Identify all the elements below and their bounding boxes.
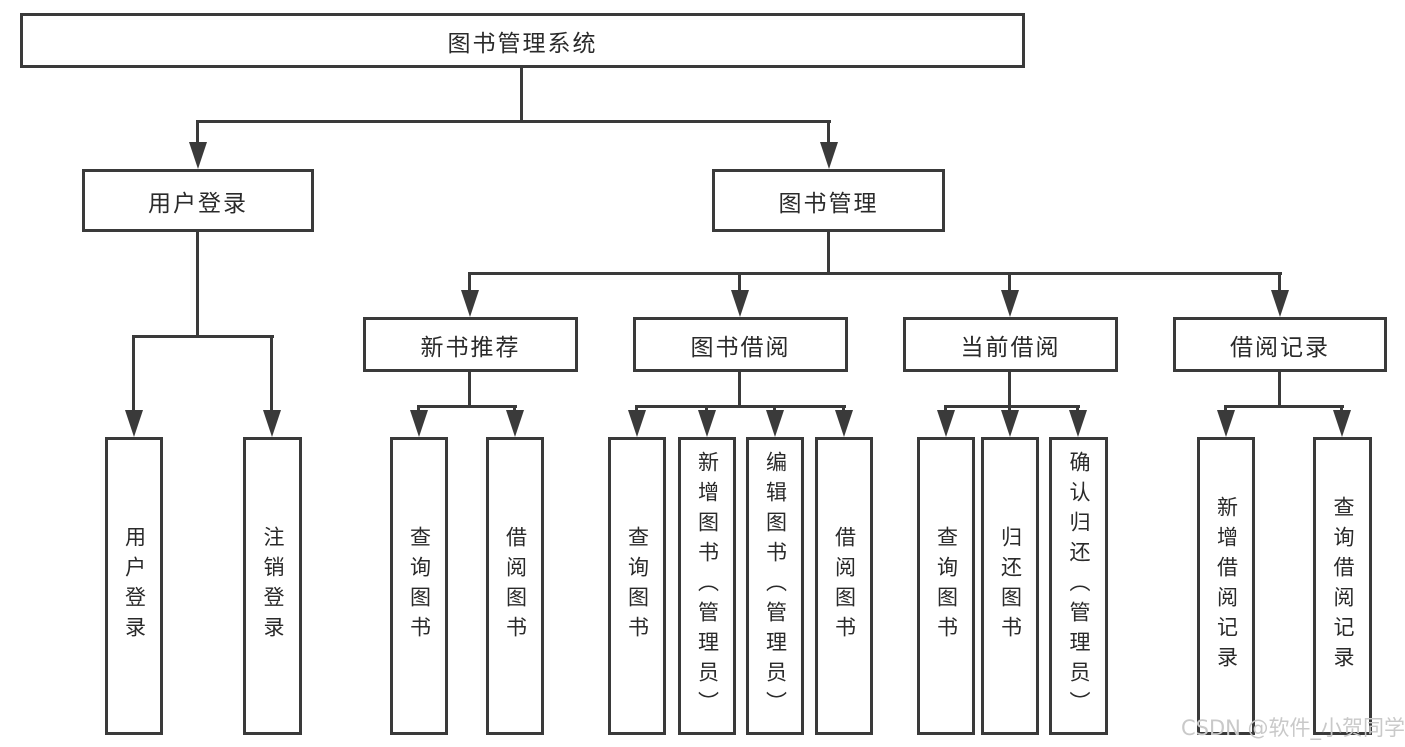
arrow-down-icon <box>1069 410 1087 437</box>
leaf-return-book: 归还图书 <box>981 437 1039 735</box>
leaf-label: 借阅图书 <box>832 526 857 646</box>
connector-newbook-bar <box>417 405 517 408</box>
connector-book-bar <box>468 272 1282 275</box>
leaf-label: 新增借阅记录 <box>1214 496 1239 676</box>
connector-current-bar <box>944 405 1080 408</box>
connector-drop-record <box>1278 272 1281 293</box>
leaf-edit-book-admin: 编辑图书（管理员） <box>746 437 804 735</box>
node-new-book-recommend: 新书推荐 <box>363 317 578 372</box>
node-book-borrow: 图书借阅 <box>633 317 848 372</box>
leaf-label: 查询图书 <box>625 526 650 646</box>
connector-drop-book <box>827 120 830 147</box>
connector-drop-user <box>196 120 199 147</box>
arrow-down-icon <box>1001 290 1019 317</box>
connector-drop-login <box>132 335 135 413</box>
leaf-query-borrow-record: 查询借阅记录 <box>1313 437 1372 735</box>
arrow-down-icon <box>937 410 955 437</box>
arrow-down-icon <box>820 142 838 169</box>
leaf-borrow-book-2: 借阅图书 <box>815 437 873 735</box>
leaf-confirm-return-admin: 确认归还（管理员） <box>1049 437 1108 735</box>
connector-borrow-bar <box>635 405 846 408</box>
connector-user-bar <box>132 335 274 338</box>
arrow-down-icon <box>1217 410 1235 437</box>
leaf-label: 查询借阅记录 <box>1331 496 1355 676</box>
leaf-label: 确认归还（管理员） <box>1067 451 1091 721</box>
connector-newbook-stem <box>468 372 471 405</box>
connector-drop-current <box>1008 272 1011 293</box>
leaf-label: 查询图书 <box>934 526 959 646</box>
csdn-watermark: CSDN @软件_小贺同学 <box>1181 716 1405 740</box>
leaf-label: 查询图书 <box>407 526 432 646</box>
leaf-label: 编辑图书（管理员） <box>763 451 788 721</box>
connector-drop-borrow <box>738 272 741 293</box>
connector-drop-logout <box>270 335 273 413</box>
connector-user-stem <box>196 232 199 335</box>
node-root: 图书管理系统 <box>20 13 1025 68</box>
arrow-down-icon <box>461 290 479 317</box>
connector-borrow-stem <box>738 372 741 405</box>
arrow-down-icon <box>1271 290 1289 317</box>
arrow-down-icon <box>189 142 207 169</box>
arrow-down-icon <box>125 410 143 437</box>
arrow-down-icon <box>1333 410 1351 437</box>
arrow-down-icon <box>506 410 524 437</box>
arrow-down-icon <box>698 410 716 437</box>
connector-record-stem <box>1278 372 1281 405</box>
leaf-label: 归还图书 <box>998 526 1023 646</box>
arrow-down-icon <box>628 410 646 437</box>
node-current-borrow: 当前借阅 <box>903 317 1118 372</box>
connector-drop-newbook <box>468 272 471 293</box>
arrow-down-icon <box>835 410 853 437</box>
arrow-down-icon <box>731 290 749 317</box>
leaf-label: 新增图书（管理员） <box>695 451 720 721</box>
connector-book-stem <box>827 232 830 272</box>
leaf-query-book-1: 查询图书 <box>390 437 448 735</box>
connector-root-bar <box>196 120 831 123</box>
arrow-down-icon <box>766 410 784 437</box>
leaf-logout: 注销登录 <box>243 437 302 735</box>
leaf-user-login: 用户登录 <box>105 437 163 735</box>
connector-record-bar <box>1224 405 1344 408</box>
leaf-add-borrow-record: 新增借阅记录 <box>1197 437 1255 735</box>
arrow-down-icon <box>1001 410 1019 437</box>
leaf-label: 用户登录 <box>122 526 147 646</box>
arrow-down-icon <box>263 410 281 437</box>
arrow-down-icon <box>410 410 428 437</box>
leaf-add-book-admin: 新增图书（管理员） <box>678 437 736 735</box>
node-user-login-branch: 用户登录 <box>82 169 314 232</box>
leaf-query-book-3: 查询图书 <box>917 437 975 735</box>
node-book-management: 图书管理 <box>712 169 945 232</box>
node-borrow-records: 借阅记录 <box>1173 317 1387 372</box>
leaf-label: 借阅图书 <box>503 526 528 646</box>
leaf-query-book-2: 查询图书 <box>608 437 666 735</box>
connector-root-stem <box>520 68 523 120</box>
leaf-label: 注销登录 <box>261 526 285 646</box>
leaf-borrow-book-1: 借阅图书 <box>486 437 544 735</box>
connector-current-stem <box>1008 372 1011 405</box>
